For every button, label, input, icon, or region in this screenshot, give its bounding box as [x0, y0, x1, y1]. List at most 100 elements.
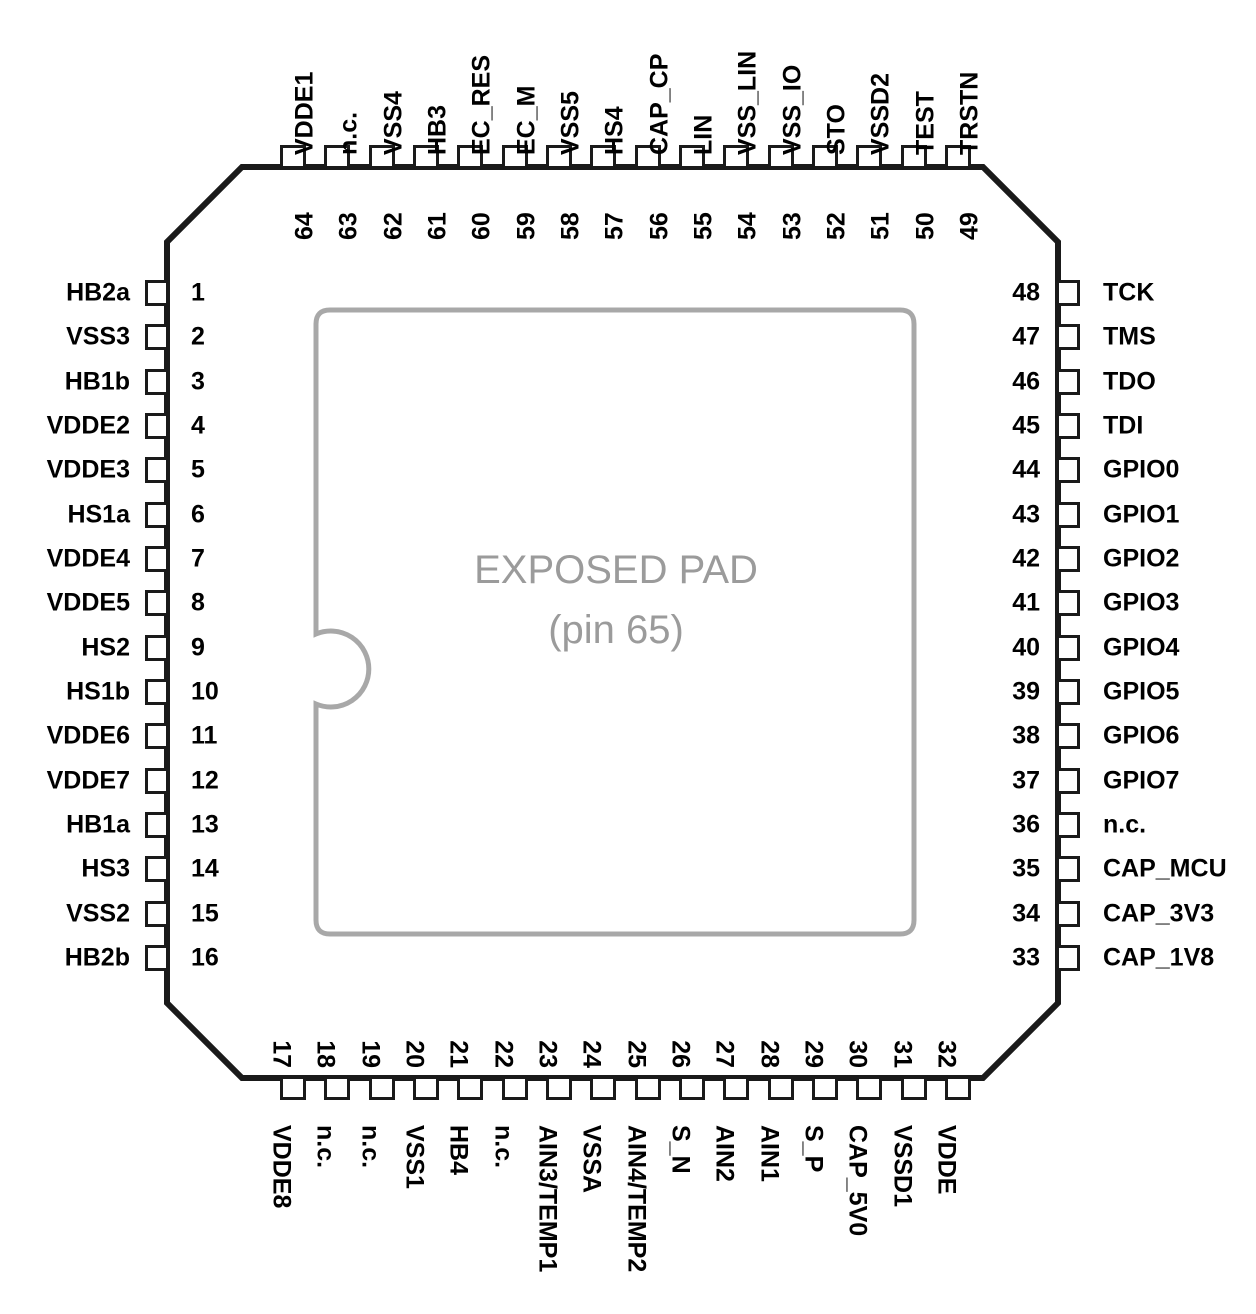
pin-pad-51[interactable] [856, 145, 883, 169]
pin-label-VSSD1: VSSD1 [888, 1125, 917, 1207]
pin-pad-25[interactable] [634, 1076, 661, 1100]
pin-pad-44[interactable] [1056, 457, 1080, 484]
pin-pad-14[interactable] [145, 856, 169, 883]
pin-pad-54[interactable] [723, 145, 750, 169]
pin-pad-61[interactable] [412, 145, 439, 169]
pin-number-13: 13 [191, 810, 219, 839]
pin-label-S-N: S_N [666, 1125, 695, 1174]
pin-pad-12[interactable] [145, 767, 169, 794]
pin-pad-40[interactable] [1056, 634, 1080, 661]
pin-number-52: 52 [822, 212, 851, 240]
pin-pad-60[interactable] [457, 145, 484, 169]
pin-pad-28[interactable] [767, 1076, 794, 1100]
pin-number-55: 55 [689, 212, 718, 240]
pin-label-VDDE7: VDDE7 [46, 766, 130, 795]
pin-pad-52[interactable] [811, 145, 838, 169]
pin-pad-33[interactable] [1056, 944, 1080, 971]
pin-pad-48[interactable] [1056, 280, 1080, 306]
pin-pad-38[interactable] [1056, 723, 1080, 750]
pin-pad-9[interactable] [145, 634, 169, 661]
pin-number-6: 6 [191, 500, 205, 529]
pin-pad-27[interactable] [723, 1076, 750, 1100]
pin-pad-26[interactable] [678, 1076, 705, 1100]
pin-pad-30[interactable] [856, 1076, 883, 1100]
pin-pad-4[interactable] [145, 412, 169, 439]
pin-pad-20[interactable] [412, 1076, 439, 1100]
pin-pad-47[interactable] [1056, 324, 1080, 351]
pin-pad-31[interactable] [900, 1076, 927, 1100]
pin-label-VDDE5: VDDE5 [46, 588, 130, 617]
pin-number-17: 17 [267, 1040, 296, 1068]
pin-pad-19[interactable] [368, 1076, 395, 1100]
pin-pad-22[interactable] [501, 1076, 528, 1100]
pin-number-61: 61 [423, 212, 452, 240]
pin-label-GPIO3: GPIO3 [1103, 588, 1180, 617]
pin-pad-13[interactable] [145, 811, 169, 838]
pin-pad-23[interactable] [545, 1076, 572, 1100]
pin-pad-39[interactable] [1056, 678, 1080, 705]
pin-pad-64[interactable] [280, 145, 306, 169]
pin-pad-7[interactable] [145, 545, 169, 572]
pin-pad-50[interactable] [900, 145, 927, 169]
pin-label-TCK: TCK [1103, 278, 1155, 307]
pin-number-2: 2 [191, 322, 205, 351]
pin-pad-17[interactable] [280, 1076, 306, 1100]
pin-pad-56[interactable] [634, 145, 661, 169]
pin-number-32: 32 [932, 1040, 961, 1068]
pin-label-AIN1: AIN1 [755, 1125, 784, 1182]
pin-pad-53[interactable] [767, 145, 794, 169]
pin-pad-11[interactable] [145, 723, 169, 750]
pin-pad-59[interactable] [501, 145, 528, 169]
pin-pad-24[interactable] [590, 1076, 617, 1100]
pin-number-57: 57 [600, 212, 629, 240]
pin-pad-36[interactable] [1056, 811, 1080, 838]
pin-pad-45[interactable] [1056, 412, 1080, 439]
pin-pad-21[interactable] [457, 1076, 484, 1100]
pin-number-4: 4 [191, 411, 205, 440]
pin-number-58: 58 [556, 212, 585, 240]
pin-pad-8[interactable] [145, 590, 169, 617]
pin-number-1: 1 [191, 278, 205, 307]
pin-pad-42[interactable] [1056, 545, 1080, 572]
pin-pad-58[interactable] [545, 145, 572, 169]
pin-pad-2[interactable] [145, 324, 169, 351]
pin-number-20: 20 [400, 1040, 429, 1068]
pin-pad-43[interactable] [1056, 501, 1080, 528]
pin-pad-29[interactable] [811, 1076, 838, 1100]
pin-number-56: 56 [645, 212, 674, 240]
pin-number-8: 8 [191, 588, 205, 617]
pin-label-CAP-MCU: CAP_MCU [1103, 854, 1227, 883]
pin-pad-41[interactable] [1056, 590, 1080, 617]
pin-label-VSS-LIN: VSS_LIN [733, 50, 762, 155]
exposed-pad-pin-number: (pin 65) [548, 608, 684, 652]
pin-pad-15[interactable] [145, 900, 169, 927]
pin-pad-1[interactable] [145, 280, 169, 306]
pin-pad-37[interactable] [1056, 767, 1080, 794]
pin-pad-55[interactable] [678, 145, 705, 169]
pin-pad-3[interactable] [145, 368, 169, 395]
pin-pad-34[interactable] [1056, 900, 1080, 927]
pin-pad-6[interactable] [145, 501, 169, 528]
pin-label-n-c-: n.c. [1103, 810, 1147, 839]
pin-pad-46[interactable] [1056, 368, 1080, 395]
pin-pad-63[interactable] [324, 145, 351, 169]
pin-pad-18[interactable] [324, 1076, 351, 1100]
pin-pad-10[interactable] [145, 678, 169, 705]
pin-number-36: 36 [1012, 810, 1040, 839]
pin-label-HB2a: HB2a [66, 278, 130, 307]
pin-number-38: 38 [1012, 721, 1040, 750]
pin-pad-32[interactable] [944, 1076, 971, 1100]
pin-pad-5[interactable] [145, 457, 169, 484]
pin-label-TDO: TDO [1103, 367, 1156, 396]
pin-pad-57[interactable] [590, 145, 617, 169]
pin-number-22: 22 [489, 1040, 518, 1068]
pin-number-51: 51 [866, 212, 895, 240]
pin-pad-62[interactable] [368, 145, 395, 169]
pin-number-15: 15 [191, 899, 219, 928]
pin-label-TRSTN: TRSTN [955, 71, 984, 155]
pin-pad-16[interactable] [145, 944, 169, 971]
pin-pad-49[interactable] [944, 145, 971, 169]
pin-label-VSS5: VSS5 [556, 91, 585, 155]
pin-pad-35[interactable] [1056, 856, 1080, 883]
